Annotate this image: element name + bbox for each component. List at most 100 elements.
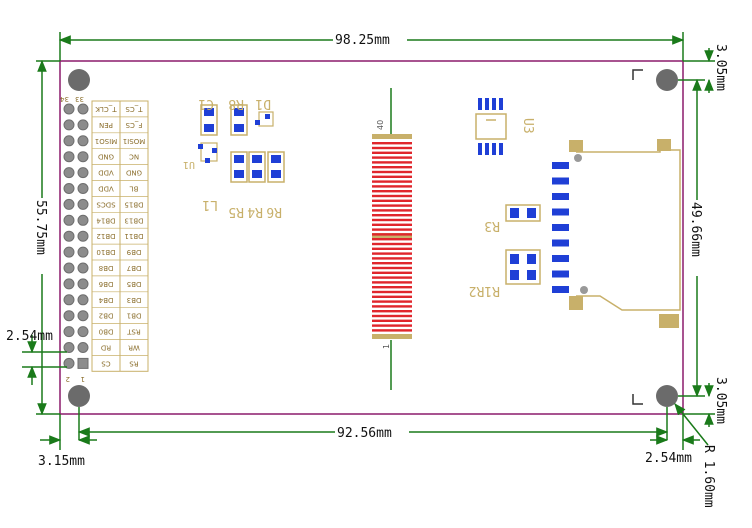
header-signal-label: VDD [98, 185, 114, 193]
header-pin [77, 294, 89, 306]
fpc-pad [372, 286, 412, 289]
label-r5: R5 [228, 204, 244, 219]
fpc-pad [372, 252, 412, 255]
u3-pad [485, 98, 489, 110]
u3-outline [475, 113, 507, 140]
fpc-tab-top [372, 134, 412, 139]
fpc-tab-bottom [372, 334, 412, 339]
dim-label-bg [34, 198, 50, 274]
fpc-pad [372, 166, 412, 169]
header-pin [77, 278, 89, 290]
mounting-hole-top-right [656, 69, 678, 91]
label-c1: C1 [198, 96, 214, 111]
header-pin [63, 103, 75, 115]
sd-pad [552, 193, 569, 200]
fpc-pad [372, 257, 412, 260]
header-signal-label: SDCS [96, 200, 116, 208]
fpc-pad [372, 194, 412, 198]
header-pin [77, 326, 89, 338]
fpc-connector [372, 88, 412, 390]
header-pin [77, 151, 89, 163]
fpc-pad [372, 281, 412, 284]
u3-pad [485, 143, 489, 155]
header-pin [77, 310, 89, 322]
header-signal-label: DB4 [98, 296, 113, 304]
header-pin [77, 342, 89, 353]
label-l1: L1 [202, 197, 218, 212]
header-signal-label: WR [128, 344, 140, 352]
header-signal-label: MOSI1 [123, 137, 146, 145]
u1-pad [212, 148, 217, 153]
r4-outline [267, 151, 285, 183]
header-signal-label: DB15 [124, 200, 143, 208]
header-signal-label: F_CS [125, 121, 142, 129]
header-signal-label: GND [126, 169, 142, 177]
u3-pad [492, 98, 496, 110]
fpc-pad [372, 300, 412, 303]
sd-socket-hole [580, 286, 588, 294]
fpc-pin-40-label: 40 [376, 120, 385, 130]
sd-socket-tab [569, 140, 583, 152]
sd-socket-tab [569, 296, 583, 310]
dim-bottom-margin: 3.05mm [713, 377, 728, 424]
u3-pad [499, 98, 503, 110]
r5-pad [252, 155, 262, 163]
fpc-pad [372, 247, 412, 250]
sd-pad [552, 162, 569, 169]
u3-pad [478, 143, 482, 155]
r1r2-pad [510, 270, 519, 280]
r8-pad [234, 108, 244, 116]
dim-pitch-left: 2.54mm [6, 329, 53, 344]
header-signal-label: RD [101, 344, 111, 352]
header-signal-label: DB5 [127, 280, 142, 288]
fpc-pad [372, 319, 412, 322]
header-pin [77, 119, 89, 131]
fpc-pad [372, 233, 412, 236]
r4-pad [271, 155, 281, 163]
header-pin [77, 103, 89, 115]
fpc-pad [372, 271, 412, 274]
header-signal-label: VDD [98, 169, 114, 177]
r1r2-pad [510, 254, 519, 264]
fpc-pad [372, 175, 412, 178]
l1-pad [234, 170, 244, 178]
header-signal-label: T_CS [125, 105, 144, 113]
header-top-label-33: 33 [75, 95, 84, 103]
r4-pad [271, 170, 281, 178]
d1-outline [258, 111, 274, 127]
header-pin [63, 294, 75, 306]
dim-top-margin: 3.05mm [713, 44, 728, 91]
header-pin [63, 326, 75, 338]
corner-mark-bottom-right [632, 394, 643, 405]
dim-height-inner: 49.66mm [688, 202, 703, 257]
header-signal-label: DB11 [124, 232, 143, 240]
fpc-pad [372, 276, 412, 279]
corner-mark-top-right [632, 69, 643, 80]
fpc-pad [372, 161, 412, 164]
fpc-pad [372, 314, 412, 318]
fpc-pad [372, 142, 412, 145]
header-signal-label: DB8 [99, 264, 114, 272]
dim-width-total: 98.25mm [335, 33, 390, 48]
fpc-pad [372, 185, 412, 188]
header-pin [77, 198, 89, 210]
header-pin [63, 151, 75, 163]
fpc-pad [372, 242, 412, 246]
header-pin [63, 310, 75, 322]
fpc-pad [372, 204, 412, 207]
fpc-pad [372, 199, 412, 202]
header-pin [77, 357, 89, 369]
header-pin [63, 135, 75, 147]
c1-pad [204, 108, 214, 116]
fpc-pad [372, 228, 412, 231]
header-pin [77, 262, 89, 274]
header-pin [63, 342, 75, 353]
fpc-pad [372, 214, 412, 217]
dim-label-bg [335, 425, 409, 441]
header-signal-label: RST [126, 328, 140, 336]
dim-width-holes: 92.56mm [337, 426, 392, 441]
sd-pad [552, 239, 569, 247]
header-top-label-34: 34 [60, 95, 69, 103]
header-bottom-label-1: 1 [81, 375, 85, 383]
